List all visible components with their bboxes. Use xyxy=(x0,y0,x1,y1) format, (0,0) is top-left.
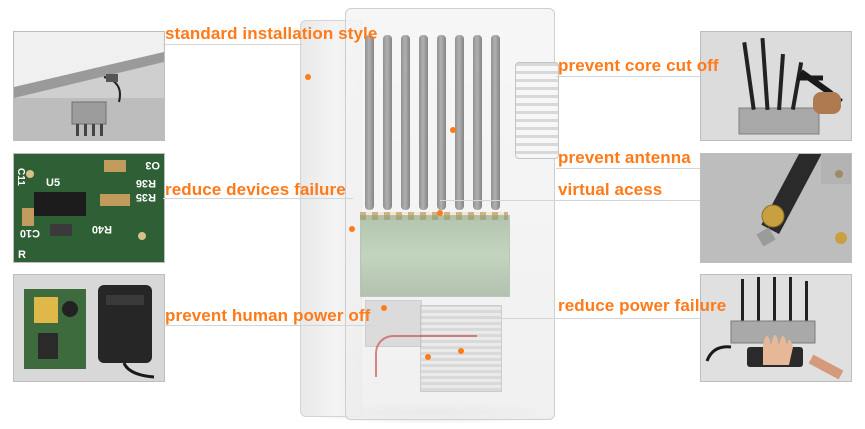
antenna-6 xyxy=(455,35,464,210)
connector-line-antenna xyxy=(556,168,700,169)
pcb-closeup-photo: C11 U5 R36 R35 O3 R40 C10 R xyxy=(13,153,165,263)
pcb-label-r: R xyxy=(18,249,26,261)
marker-dot-virtual-acess xyxy=(437,210,443,216)
connector-line-devices-failure xyxy=(163,198,353,199)
antenna-1 xyxy=(365,35,374,210)
marker-dot-devices-failure xyxy=(349,226,355,232)
antenna-4 xyxy=(419,35,428,210)
label-prevent-antenna: prevent antenna xyxy=(558,148,691,167)
marker-dot-installation xyxy=(305,74,311,80)
power-module-left xyxy=(365,300,422,347)
pcb-label-c11: C11 xyxy=(15,168,26,186)
label-prevent-human-power-off: prevent human power off xyxy=(165,306,371,325)
pcb-label-r40: R40 xyxy=(92,223,112,235)
antenna-8 xyxy=(491,35,500,210)
connector-line-installation xyxy=(163,44,303,45)
marker-dot-power-failure xyxy=(458,348,464,354)
marker-dot-power-left xyxy=(425,354,431,360)
antenna-3 xyxy=(401,35,410,210)
label-virtual-acess: virtual acess xyxy=(558,180,663,199)
antenna-2 xyxy=(383,35,392,210)
label-prevent-core-cut-off: prevent core cut off xyxy=(558,56,719,75)
connector-line-core-cut-off xyxy=(556,76,700,77)
pcb-label-r35: R35 xyxy=(136,191,156,203)
circuit-boards xyxy=(360,215,510,297)
power-adapter-photo xyxy=(13,274,165,382)
pcb-label-r36: R36 xyxy=(136,177,156,189)
handheld-jammer-photo xyxy=(700,274,852,382)
antenna-connector-photo xyxy=(700,153,852,263)
pcb-label-c10: C10 xyxy=(20,227,40,239)
antenna-5 xyxy=(437,35,446,210)
ventilation-grille xyxy=(515,62,559,159)
antenna-cut-photo xyxy=(700,31,852,141)
wall-mount-photo xyxy=(13,31,165,141)
antenna-7 xyxy=(473,35,482,210)
connector-line-human-power-off xyxy=(163,325,378,326)
connector-line-virtual-acess xyxy=(440,200,700,201)
label-reduce-power-failure: reduce power failure xyxy=(558,296,727,315)
pcb-label-u5: U5 xyxy=(46,177,60,189)
label-reduce-devices-failure: reduce devices failure xyxy=(165,180,346,199)
connector-line-power-failure xyxy=(480,318,700,319)
marker-dot-core-cut-off xyxy=(450,127,456,133)
label-standard-installation: standard installation style xyxy=(165,24,378,43)
pcb-label-o3: O3 xyxy=(145,159,160,171)
marker-dot-human-power-off xyxy=(381,305,387,311)
power-wire xyxy=(375,335,477,377)
